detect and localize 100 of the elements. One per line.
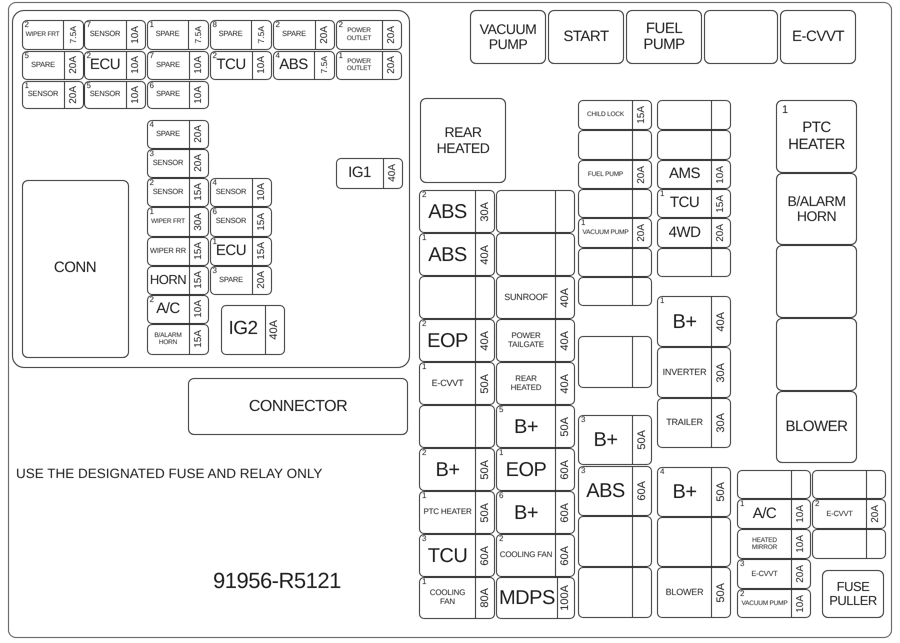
- part-number: 91956-R5121: [213, 568, 341, 594]
- amp-rating: 10A: [796, 505, 806, 523]
- fuse-label: EOP: [427, 330, 468, 352]
- fuse: [657, 189, 731, 218]
- fuse: [146, 266, 208, 294]
- fuse-number: 2: [24, 20, 29, 28]
- fuse-number: 4: [150, 120, 154, 128]
- amp-rating: 30A: [480, 202, 490, 222]
- amp-rating: 20A: [320, 26, 330, 44]
- amp-rating: 50A: [716, 482, 726, 502]
- amp-rating: 15A: [194, 271, 204, 289]
- relay: [780, 10, 856, 64]
- fuse-label: TCU: [216, 56, 246, 74]
- amp-rating: 40A: [560, 330, 570, 350]
- amp-rating: 80A: [480, 588, 490, 608]
- fuse-label: B+: [514, 416, 538, 438]
- empty-fuse-slot: [578, 567, 652, 618]
- amp-rating: 10A: [130, 26, 140, 44]
- empty-fuse-slot: [657, 100, 731, 130]
- empty-fuse-slot: [578, 130, 652, 160]
- fuse-label: B+: [435, 458, 460, 480]
- fuse: [419, 491, 495, 534]
- fuse: [22, 80, 84, 108]
- fuse-number: 3: [422, 535, 426, 543]
- amp-rating: 60A: [560, 502, 570, 522]
- fuse-label: ABS: [279, 56, 308, 74]
- fuse-number: 1: [422, 234, 426, 242]
- amp-rating: 20A: [637, 224, 647, 242]
- fuse: [146, 80, 208, 108]
- amp-rating: 60A: [636, 481, 648, 501]
- fuse: [496, 577, 575, 619]
- relay: [188, 378, 408, 435]
- fuse: [578, 415, 652, 465]
- amp-rating: 60A: [560, 546, 570, 566]
- fuse: [812, 499, 886, 529]
- empty-fuse-slot: [657, 248, 731, 277]
- empty-fuse-slot: [578, 248, 652, 277]
- fuse-label: IG2: [228, 319, 258, 340]
- fuse: [496, 362, 575, 405]
- fuse-number: 2: [86, 52, 91, 60]
- fuse: [272, 50, 334, 80]
- relay-label: START: [563, 28, 609, 46]
- fuse-number: 1: [740, 500, 744, 508]
- fuse-number: 2: [499, 535, 504, 543]
- fuse: [657, 567, 731, 618]
- amp-rating: 60A: [560, 460, 570, 480]
- amp-rating: 10A: [194, 86, 204, 104]
- amp-rating: 40A: [480, 244, 490, 264]
- fuse: [496, 491, 575, 534]
- amp-rating: 15A: [256, 242, 266, 260]
- empty-relay-slot: [776, 318, 857, 391]
- fuse: [496, 448, 575, 491]
- fuse-number: 6: [499, 492, 504, 500]
- fuse-label: TCU: [428, 544, 468, 566]
- amp-rating: 20A: [796, 565, 806, 583]
- fuse: [657, 160, 731, 189]
- empty-fuse-slot: [578, 277, 652, 306]
- fuse: [84, 50, 146, 80]
- fuse: [578, 160, 652, 189]
- relay: [420, 98, 506, 183]
- amp-rating: 40A: [480, 330, 490, 350]
- fuse-number: 5: [86, 82, 91, 90]
- amp-rating: 60A: [480, 546, 490, 566]
- amp-rating: 15A: [194, 183, 204, 201]
- fuse: [419, 534, 495, 577]
- fuse-number: 4: [660, 468, 664, 476]
- amp-rating: 20A: [68, 56, 78, 74]
- fuse-number: 1: [24, 82, 29, 90]
- fuse: [419, 362, 495, 405]
- fuse: [146, 206, 208, 236]
- relay-label: PTC HEATER: [787, 120, 846, 153]
- fuse-label: B+: [672, 481, 697, 503]
- amp-rating: 100A: [560, 585, 572, 611]
- fuse: [146, 50, 208, 80]
- fuse-label: ABS: [586, 480, 625, 502]
- amp-rating: 30A: [194, 212, 204, 230]
- fuse: [578, 466, 652, 516]
- fuse-label: B+: [672, 310, 697, 332]
- fuse-label: EOP: [506, 458, 546, 480]
- relay-label: FUSE PULLER: [828, 580, 878, 608]
- fuse: [272, 20, 334, 50]
- fuse: [737, 529, 811, 559]
- fuse: [578, 100, 652, 130]
- fuse-label: A/C: [752, 506, 776, 522]
- fuse: [336, 20, 402, 50]
- fuse-label: BLOWER: [666, 588, 704, 598]
- fuse-number: 7: [150, 52, 154, 60]
- fuse: [496, 534, 575, 577]
- fuse: [210, 20, 272, 50]
- amp-rating: 20A: [194, 125, 204, 143]
- amp-rating: 10A: [130, 86, 140, 104]
- fuse-label: A/C: [156, 300, 180, 318]
- empty-fuse-slot: [578, 189, 652, 218]
- fuse-number: 1: [581, 219, 586, 227]
- fuse: [146, 294, 208, 324]
- fuse: [336, 50, 402, 80]
- relay-label: VACUUM PUMP: [478, 22, 538, 52]
- fuse: [210, 178, 272, 206]
- empty-fuse-slot: [578, 336, 652, 388]
- fuse: [737, 559, 811, 589]
